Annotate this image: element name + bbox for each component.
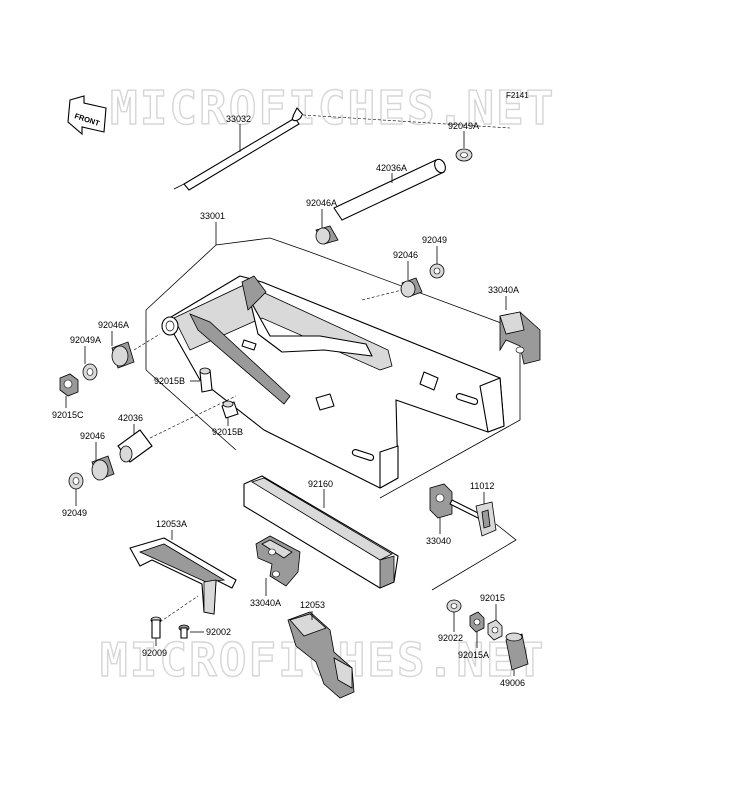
diagram-code: F2141 (506, 91, 529, 100)
label-33040a-top: 33040A (488, 285, 519, 295)
label-92002: 92002 (206, 627, 231, 637)
label-92015b-b: 92015B (212, 427, 243, 437)
collar-92015b-a (199, 367, 213, 393)
label-49006: 49006 (500, 678, 525, 688)
pivot-shaft (173, 107, 304, 191)
label-33032: 33032 (226, 114, 251, 124)
sleeve-42036 (117, 429, 153, 463)
label-92160: 92160 (308, 479, 333, 489)
bushing-92046a-left (111, 341, 135, 369)
nut-92015 (487, 619, 503, 641)
label-92009: 92009 (142, 648, 167, 658)
label-92015: 92015 (480, 593, 505, 603)
bushing-axis-guide (361, 289, 403, 301)
swingarm-lower-frame (145, 333, 237, 451)
bolt-axis-guide (159, 595, 199, 623)
bolt-92009 (150, 616, 162, 639)
label-92022: 92022 (438, 633, 463, 643)
left-axis-guide (133, 333, 161, 351)
bushing-92046-left (91, 455, 115, 481)
swingarm-bracket-line (215, 237, 311, 253)
chain-guide-12053 (287, 611, 355, 699)
label-33040: 33040 (426, 536, 451, 546)
swingarm (161, 275, 505, 489)
label-92015c: 92015C (52, 410, 84, 420)
block-11012 (475, 501, 497, 537)
chain-guide-12053a (129, 537, 237, 615)
label-92046-top: 92046 (393, 250, 418, 260)
sleeve-42036a (333, 158, 446, 221)
collar-92049a-top (455, 148, 473, 162)
shaft-axis-guide (302, 114, 511, 129)
washer-92049-top (429, 263, 445, 279)
label-92049-left: 92049 (62, 508, 87, 518)
nut-92015c (59, 373, 79, 397)
label-12053: 12053 (300, 600, 325, 610)
bushing-92046-top (400, 277, 423, 298)
label-33040a-low: 33040A (250, 598, 281, 608)
chain-slipper-92160 (243, 475, 399, 589)
plate-33040a-top (499, 311, 541, 365)
front-arrow-icon: FRONT (67, 95, 107, 136)
label-92049-top: 92049 (422, 235, 447, 245)
washer-92049-left (68, 472, 84, 490)
label-42036a: 42036A (376, 163, 407, 173)
cap-49006 (505, 632, 529, 671)
washer-92049a-left (82, 363, 98, 381)
lower-axis-guide (149, 395, 237, 439)
watermark-top: MICROFICHES.NET (110, 81, 555, 135)
label-11012: 11012 (470, 481, 494, 491)
plate-33040a-low (255, 535, 301, 587)
label-42036: 42036 (118, 413, 143, 423)
collar-92015b-b (221, 400, 239, 419)
label-12053a: 12053A (156, 519, 187, 529)
label-92015b-a: 92015B (154, 376, 185, 386)
label-92046a-top: 92046A (306, 198, 337, 208)
label-33001: 33001 (200, 211, 225, 221)
screw-92002 (178, 624, 190, 639)
label-92049a-left: 92049A (70, 335, 101, 345)
washer-92022 (446, 599, 462, 613)
label-92049a-top: 92049A (448, 121, 479, 131)
label-92046-left: 92046 (80, 431, 105, 441)
adjuster-frame (431, 523, 517, 591)
label-92015a: 92015A (458, 650, 489, 660)
nut-92015a (469, 611, 485, 633)
label-92046a-left: 92046A (98, 320, 129, 330)
bushing-92046a-top (315, 225, 339, 245)
adjuster-33040 (429, 483, 481, 519)
swingarm-left-bracket (145, 244, 217, 311)
